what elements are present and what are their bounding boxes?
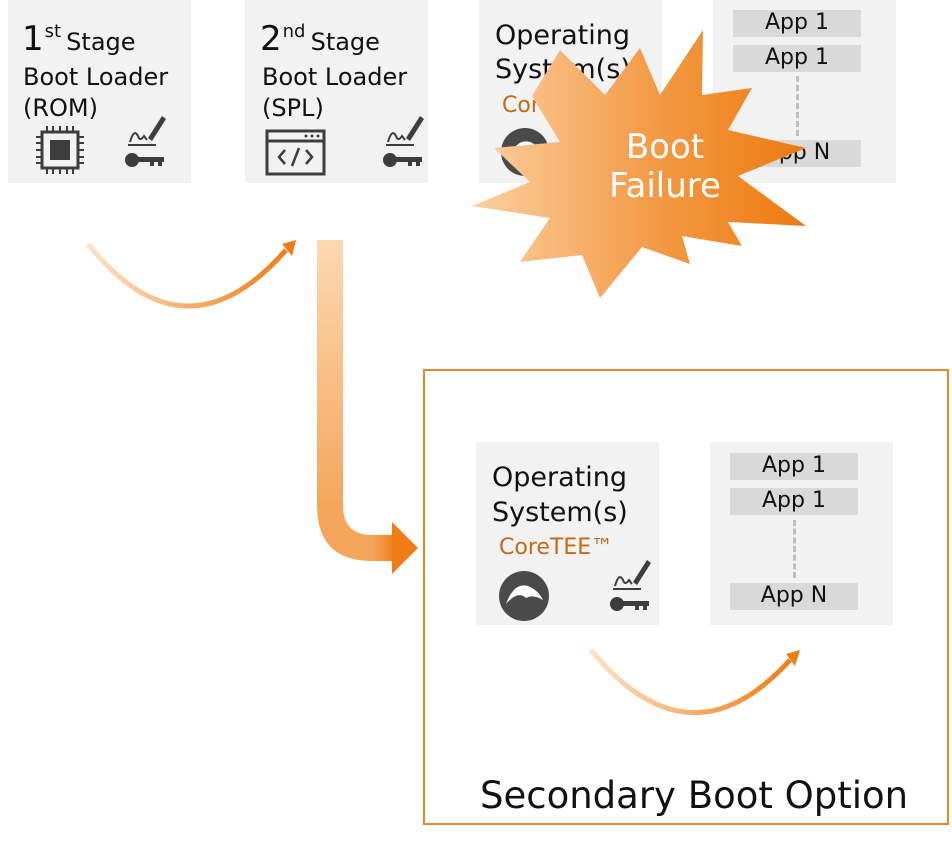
stage2-number: 2: [260, 19, 282, 59]
secondary-boot-frame: [423, 369, 949, 825]
apps-top-dots: [796, 76, 799, 136]
code-window-icon: [265, 129, 326, 176]
boot-failure-line1: Boot: [625, 127, 705, 167]
os-secondary-line1: Operating: [492, 462, 627, 493]
fallback-arrow: [317, 240, 418, 574]
app-secondary-1: App 1: [730, 453, 858, 480]
stage2-heading: 2nd Stage: [260, 22, 380, 56]
signature-key-icon: [383, 116, 424, 167]
boot-failure-label: Boot Failure: [590, 127, 740, 207]
stage1-box: [8, 0, 191, 183]
boot-failure-line2: Failure: [609, 166, 721, 207]
boot-failure-burst: [472, 30, 806, 298]
signature-key-icon: [610, 560, 651, 611]
apps-secondary-dots: [793, 520, 796, 578]
os-secondary-line2: System(s): [492, 497, 628, 528]
stage1-ordinal: st: [44, 21, 62, 42]
app-top-1: App 1: [733, 10, 861, 37]
chip-icon: [36, 126, 84, 174]
stage1-line2: Boot Loader: [23, 63, 169, 91]
app-secondary-2: App 1: [730, 488, 858, 515]
coretee-logo-icon: [499, 571, 549, 621]
stage2-line3: (SPL): [262, 94, 324, 122]
app-top-2: App 1: [733, 45, 861, 72]
os-secondary-brand: CoreTEE™: [499, 535, 614, 560]
stage1-heading: 1st Stage: [22, 22, 136, 56]
stage1-word: Stage: [66, 28, 136, 56]
arc-arrow-os-to-apps: [589, 648, 800, 716]
os-top-line1: Operating: [495, 20, 630, 51]
stage1-line3: (ROM): [23, 94, 98, 122]
secondary-boot-title: Secondary Boot Option: [480, 774, 909, 817]
stage2-word: Stage: [310, 28, 380, 56]
arc-arrow-stage1-to-stage2: [86, 240, 296, 309]
signature-key-icon: [125, 116, 166, 167]
stage1-number: 1: [22, 19, 44, 59]
stage2-line2: Boot Loader: [262, 63, 408, 91]
app-secondary-n: App N: [730, 583, 858, 610]
stage2-box: [245, 0, 428, 183]
stage2-ordinal: nd: [282, 21, 306, 42]
